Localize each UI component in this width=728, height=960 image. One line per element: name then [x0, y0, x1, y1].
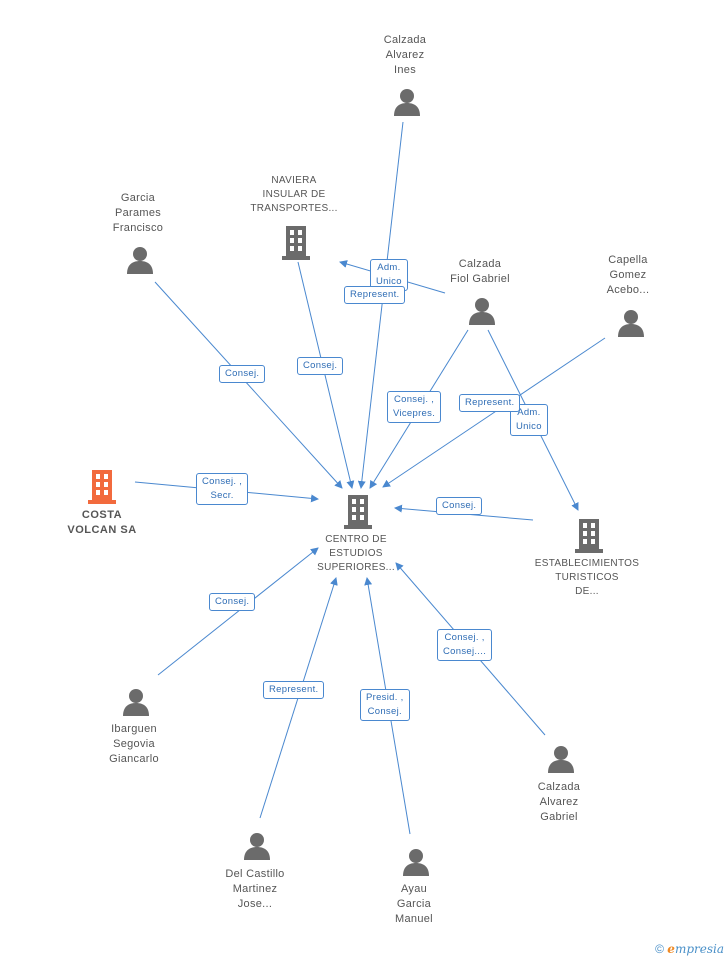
edge-label-costa-centro[interactable]: Consej. , Secr. [196, 473, 249, 505]
edge-garcia-centro [154, 281, 343, 489]
ayau-label[interactable]: Ayau Garcia Manuel [395, 883, 433, 925]
edge-label-ayau-centro[interactable]: Presid. , Consej. [360, 689, 410, 721]
edge-ines-centro [357, 121, 404, 489]
costa-building-icon[interactable] [86, 468, 118, 504]
edge-label-fiol-centro[interactable]: Consej. , Vicepres. [387, 391, 442, 423]
costa-label[interactable]: COSTA VOLCAN SA [67, 509, 137, 536]
establecimientos-label[interactable]: ESTABLECIMIENTOS TURISTICOS DE... [534, 558, 640, 597]
garcia-parames-label[interactable]: Garcia Parames Francisco [112, 192, 164, 234]
capella-person-icon[interactable] [617, 309, 645, 337]
empresia-brand: © empresia [655, 942, 724, 956]
calzada-fiol-person-icon[interactable] [468, 297, 496, 325]
del-castillo-label[interactable]: Del Castillo Martinez Jose... [225, 868, 285, 910]
calzada-ines-label[interactable]: Calzada Alvarez Ines [383, 34, 427, 76]
edge-capella-centro [382, 337, 606, 488]
ibarguen-label[interactable]: Ibarguen Segovia Giancarlo [109, 723, 159, 765]
del-castillo-person-icon[interactable] [243, 832, 271, 860]
calzada-gabriel-label[interactable]: Calzada Alvarez Gabriel [537, 781, 581, 823]
edge-naviera-centro [297, 261, 355, 489]
capella-label[interactable]: Capella Gomez Acebo... [606, 254, 650, 296]
centro-label[interactable]: CENTRO DE ESTUDIOS SUPERIORES... [317, 534, 395, 573]
brand-name: mpresia [674, 942, 724, 956]
edge-label-ines-centro[interactable]: Represent. [344, 286, 406, 304]
brand-initial: e [667, 942, 675, 956]
edge-label-ibarguen-centro[interactable]: Consej. [209, 593, 256, 611]
naviera-building-icon[interactable] [280, 224, 312, 260]
edge-label-capella-centro[interactable]: Represent. [459, 394, 521, 412]
copyright-symbol: © [655, 942, 664, 956]
naviera-label[interactable]: NAVIERA INSULAR DE TRANSPORTES... [250, 175, 338, 214]
ayau-person-icon[interactable] [402, 848, 430, 876]
edge-label-garcia-centro[interactable]: Consej. [219, 365, 266, 383]
edge-label-naviera-centro[interactable]: Consej. [297, 357, 344, 375]
calzada-ines-person-icon[interactable] [393, 88, 421, 116]
calzada-fiol-label[interactable]: Calzada Fiol Gabriel [450, 258, 510, 285]
edge-label-establecimientos-centro[interactable]: Consej. [436, 497, 483, 515]
garcia-parames-person-icon[interactable] [126, 246, 154, 274]
centro-building-icon[interactable] [342, 493, 374, 529]
edge-ibarguen-centro [157, 547, 319, 676]
edge-label-gabriel-centro[interactable]: Consej. , Consej.... [437, 629, 493, 661]
edge-label-castillo-centro[interactable]: Represent. [263, 681, 325, 699]
establecimientos-building-icon[interactable] [573, 517, 605, 553]
ibarguen-person-icon[interactable] [122, 688, 150, 716]
edge-label-fiol-naviera[interactable]: Adm. Unico [370, 259, 408, 291]
calzada-gabriel-person-icon[interactable] [547, 745, 575, 773]
